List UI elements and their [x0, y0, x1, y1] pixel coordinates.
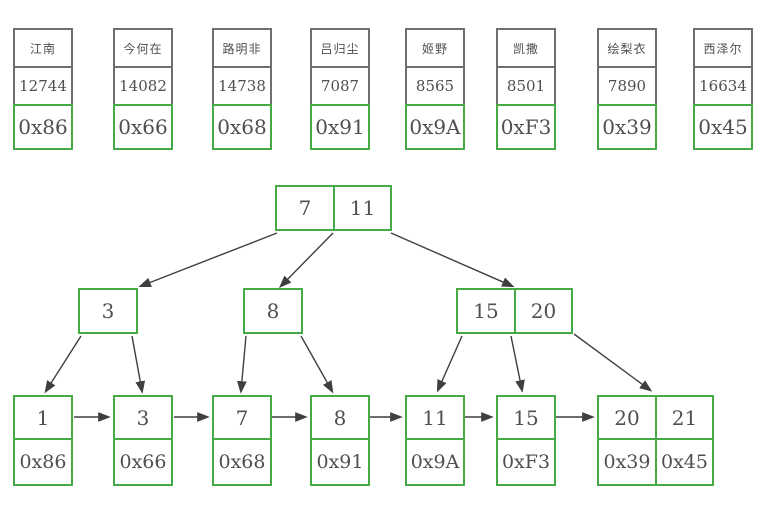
internal-key-cell: 20 [514, 288, 573, 334]
leaf-key: 1 [13, 395, 73, 440]
record-pointer: 0xF3 [496, 104, 556, 150]
tree-arrow [390, 232, 515, 288]
record-id: 14738 [212, 66, 272, 106]
record-pointer: 0x39 [597, 104, 657, 150]
record-pointer: 0x91 [310, 104, 370, 150]
leaf-pointer: 0x91 [310, 438, 370, 486]
tree-arrow [44, 335, 82, 394]
record-pointer: 0x45 [693, 104, 753, 150]
record-name: 吕归尘 [310, 28, 370, 68]
record-pointer: 0x66 [113, 104, 173, 150]
record-id: 7087 [310, 66, 370, 106]
internal-key-cell: 15 [456, 288, 516, 334]
record-name: 凯撒 [496, 28, 556, 68]
leaf-key: 7 [212, 395, 272, 440]
record-name: 江南 [13, 28, 73, 68]
tree-arrow [510, 335, 525, 393]
record-pointer: 0x86 [13, 104, 73, 150]
record-card: 路明非 14738 0x68 [212, 28, 272, 150]
record-id: 8501 [496, 66, 556, 106]
leaf-pointer: 0x86 [13, 438, 73, 486]
leaf-key: 20 [597, 395, 657, 440]
record-id: 16634 [693, 66, 753, 106]
leaf-node: 7 0x68 [212, 395, 272, 486]
record-pointer: 0x68 [212, 104, 272, 150]
leaf-node: 20 0x39 [597, 395, 657, 486]
tree-arrow [300, 335, 334, 394]
leaf-key: 11 [405, 395, 465, 440]
tree-arrow [138, 232, 278, 288]
root-key-cell: 11 [333, 185, 392, 231]
tree-root-node: 7 11 [275, 185, 392, 231]
leaf-pointer: 0x9A [405, 438, 465, 486]
record-name: 西泽尔 [693, 28, 753, 68]
leaf-pointer: 0xF3 [496, 438, 556, 486]
record-card: 今何在 14082 0x66 [113, 28, 173, 150]
leaf-pointer: 0x45 [655, 438, 714, 486]
record-card: 江南 12744 0x86 [13, 28, 73, 150]
record-card: 西泽尔 16634 0x45 [693, 28, 753, 150]
record-card: 姬野 8565 0x9A [405, 28, 465, 150]
leaf-node: 11 0x9A [405, 395, 465, 486]
internal-node: 8 [243, 288, 303, 334]
leaf-pointer: 0x66 [113, 438, 173, 486]
tree-arrow [237, 335, 247, 394]
leaf-node: 1 0x86 [13, 395, 73, 486]
record-card: 凯撒 8501 0xF3 [496, 28, 556, 150]
leaf-node: 21 0x45 [655, 395, 714, 486]
leaf-key: 15 [496, 395, 556, 440]
tree-arrow [279, 232, 334, 288]
leaf-node: 3 0x66 [113, 395, 173, 486]
leaf-key: 21 [655, 395, 714, 440]
record-name: 姬野 [405, 28, 465, 68]
leaf-pointer: 0x39 [597, 438, 657, 486]
record-id: 12744 [13, 66, 73, 106]
tree-arrow [573, 333, 653, 392]
leaf-key: 3 [113, 395, 173, 440]
leaf-pointer: 0x68 [212, 438, 272, 486]
internal-node: 15 20 [456, 288, 573, 334]
record-id: 7890 [597, 66, 657, 106]
record-id: 14082 [113, 66, 173, 106]
leaf-key: 8 [310, 395, 370, 440]
tree-arrow [436, 335, 463, 393]
root-key-cell: 7 [275, 185, 335, 231]
record-id: 8565 [405, 66, 465, 106]
record-card: 绘梨衣 7890 0x39 [597, 28, 657, 150]
record-name: 绘梨衣 [597, 28, 657, 68]
internal-key-cell: 8 [243, 288, 303, 334]
leaf-node: 15 0xF3 [496, 395, 556, 486]
internal-node: 3 [78, 288, 138, 334]
record-name: 今何在 [113, 28, 173, 68]
record-pointer: 0x9A [405, 104, 465, 150]
internal-key-cell: 3 [78, 288, 138, 334]
record-card: 吕归尘 7087 0x91 [310, 28, 370, 150]
tree-arrow [131, 335, 146, 394]
record-name: 路明非 [212, 28, 272, 68]
leaf-node: 8 0x91 [310, 395, 370, 486]
